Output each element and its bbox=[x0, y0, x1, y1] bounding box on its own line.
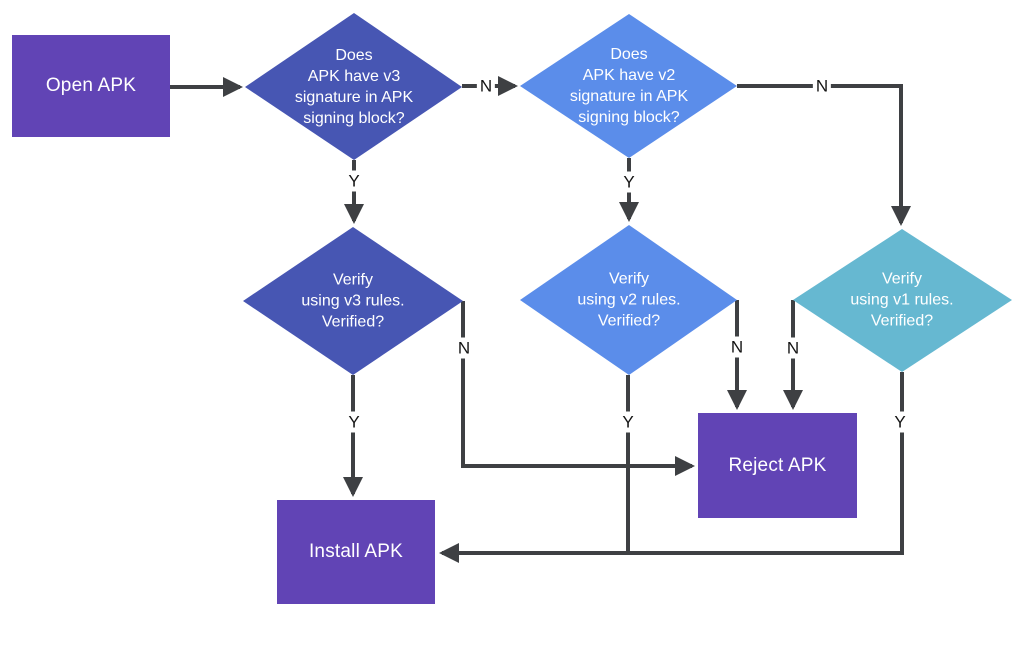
open-apk-box bbox=[12, 35, 170, 137]
reject-apk-box bbox=[698, 413, 857, 518]
edge-label-yes-v1verify: Y bbox=[891, 411, 909, 433]
v2-question-diamond bbox=[520, 14, 737, 158]
edge-label-no-v3verify: N bbox=[454, 337, 474, 359]
v1-verify-diamond bbox=[793, 229, 1012, 372]
edge-label-no-v1verify: N bbox=[783, 337, 803, 359]
install-apk-box bbox=[277, 500, 435, 604]
edge-label-yes-v3verify: Y bbox=[345, 411, 363, 433]
edge-label-yes-v2verify: Y bbox=[619, 411, 637, 433]
edge-label-no-v2verify: N bbox=[727, 336, 747, 358]
v3-question-diamond bbox=[245, 13, 462, 160]
edge-v2question-no-to-v1verify bbox=[737, 84, 911, 226]
edge-label-no-v3question: N bbox=[476, 75, 496, 97]
v2-verify-diamond bbox=[520, 225, 737, 375]
v3-verify-diamond bbox=[243, 227, 463, 375]
edge-label-yes-v3question: Y bbox=[345, 170, 363, 192]
edge-label-no-v2question: N bbox=[812, 75, 832, 97]
edge-label-yes-v2question: Y bbox=[620, 171, 638, 193]
